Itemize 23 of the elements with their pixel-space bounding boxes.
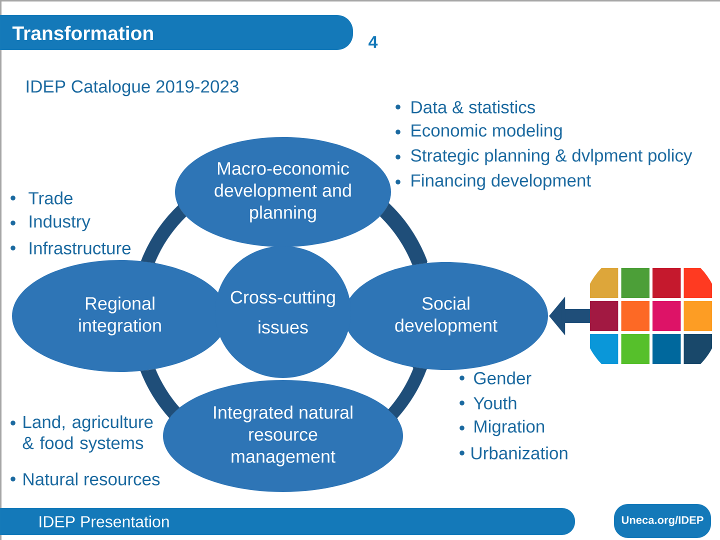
- list-item: Financing development: [412, 174, 591, 190]
- ring-segment: [140, 368, 180, 418]
- list-item: Infrastructure: [30, 242, 131, 254]
- list-item: Data & statistics: [412, 100, 536, 114]
- title-bar: Transformation: [0, 15, 353, 50]
- list-item: Economic modeling: [412, 124, 562, 140]
- list-item: Youth: [474, 396, 516, 410]
- subtitle: IDEP Catalogue 2019-2023: [26, 80, 238, 96]
- list-item: Migration: [474, 420, 544, 436]
- list-item: Trade: [28, 192, 72, 204]
- list-item: Land, agriculture & food systems: [22, 415, 153, 453]
- list-item: Industry: [30, 214, 90, 232]
- list-item: Urbanization: [472, 446, 568, 460]
- goal-tiles-picture: [590, 268, 712, 364]
- ring-segment: [140, 204, 186, 264]
- list-item: Strategic planning & dvlpment policy: [411, 148, 692, 166]
- footer-bar: IDEP Presentation: [0, 508, 575, 535]
- list-item: Gender: [474, 372, 532, 384]
- ring-segment: [388, 366, 428, 420]
- list-item: Natural resources: [24, 472, 160, 486]
- ring-segment: [380, 202, 428, 266]
- page-number: 4: [368, 36, 378, 48]
- link-badge: Uneca.org/IDEP: [614, 504, 711, 538]
